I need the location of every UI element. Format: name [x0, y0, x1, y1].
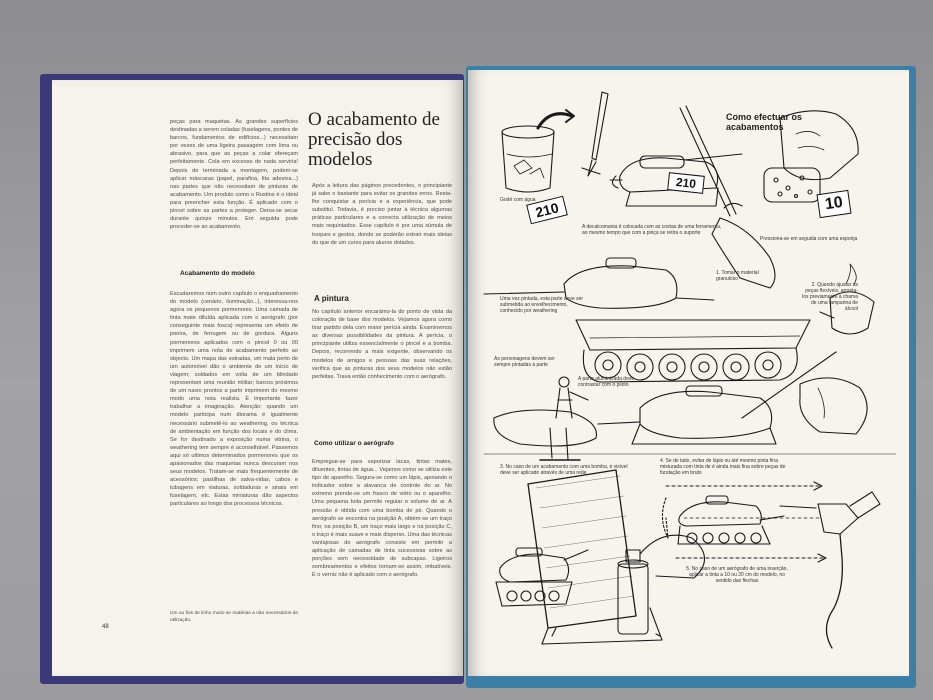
label-step-2: 2. Quando ajustar as peças flexíveis, ar…	[802, 282, 858, 312]
aerografo-paragraph: Empregue-se para vaporizar lacas, tintas…	[312, 459, 452, 579]
intro-paragraph: Após a leitura das páginos precedentes, …	[312, 183, 452, 246]
right-page-header: Como efectuar os acabamentos	[726, 112, 803, 132]
tank-turret-profile-drawing	[483, 257, 715, 309]
sponge-hand-drawing	[763, 110, 859, 203]
spray-can-drawing	[617, 534, 706, 635]
label-tank-paint: Uma vez pintada, esta parte deve ser sub…	[500, 296, 584, 314]
label-sponge: Pressiona-se em seguida com uma esponja	[760, 236, 858, 242]
footnote: Um ou fios de linho muito se matérias a …	[170, 611, 298, 623]
turret-brush-drawing	[597, 351, 868, 445]
label-step-4: 4. Se de lado, evitar de lápis ou até me…	[660, 458, 786, 476]
label-decal: A decalcomania é colocada com as costas …	[582, 224, 722, 236]
decal-tag-210-center: 210	[667, 172, 705, 194]
figure-painting-drawing	[493, 376, 598, 461]
heading-a-pintura: A pintura	[314, 294, 349, 303]
left-column-body-text: Escudaremos num outro capítulo o enquadr…	[170, 291, 298, 508]
airbrush-device-drawing	[779, 491, 881, 649]
pintura-paragraph: No capítulo anterior encarámo-la do pont…	[312, 309, 452, 380]
finishing-illustration	[480, 88, 900, 654]
heading-como-utilizar-aerografo: Como utilizar o aerógrafo	[314, 440, 394, 447]
page-number: 48	[102, 624, 109, 630]
label-step-1: 1. Tomar o material granuloso	[716, 270, 759, 282]
left-column-intro-text: peças para maquetas. As grandes superfíc…	[170, 119, 298, 231]
label-step-3: 3. No caso de um acabamento com uma bomb…	[500, 464, 628, 476]
tank-hull-drawing	[575, 319, 811, 383]
label-glass: Godé com água	[500, 197, 536, 203]
label-aluminium: A parte aluminizada deve contrastar com …	[578, 376, 635, 388]
label-step-5: 5. No caso de um aerógrafo de uma inserç…	[686, 566, 788, 584]
airbrush-sheet-drawing	[527, 469, 663, 645]
water-glass-drawing	[501, 125, 555, 193]
airbrush-tank-drawing	[661, 481, 827, 563]
heading-acabamento-do-modelo: Acabamento do modelo	[180, 270, 255, 277]
decal-tag-10: 10	[816, 189, 852, 219]
small-tank-drawing	[495, 547, 589, 607]
left-page	[52, 80, 463, 676]
chapter-title: O acabamento de precisão dos modelos	[308, 109, 440, 170]
label-figures: As personagens devem ser sempre pintadas…	[494, 356, 555, 368]
